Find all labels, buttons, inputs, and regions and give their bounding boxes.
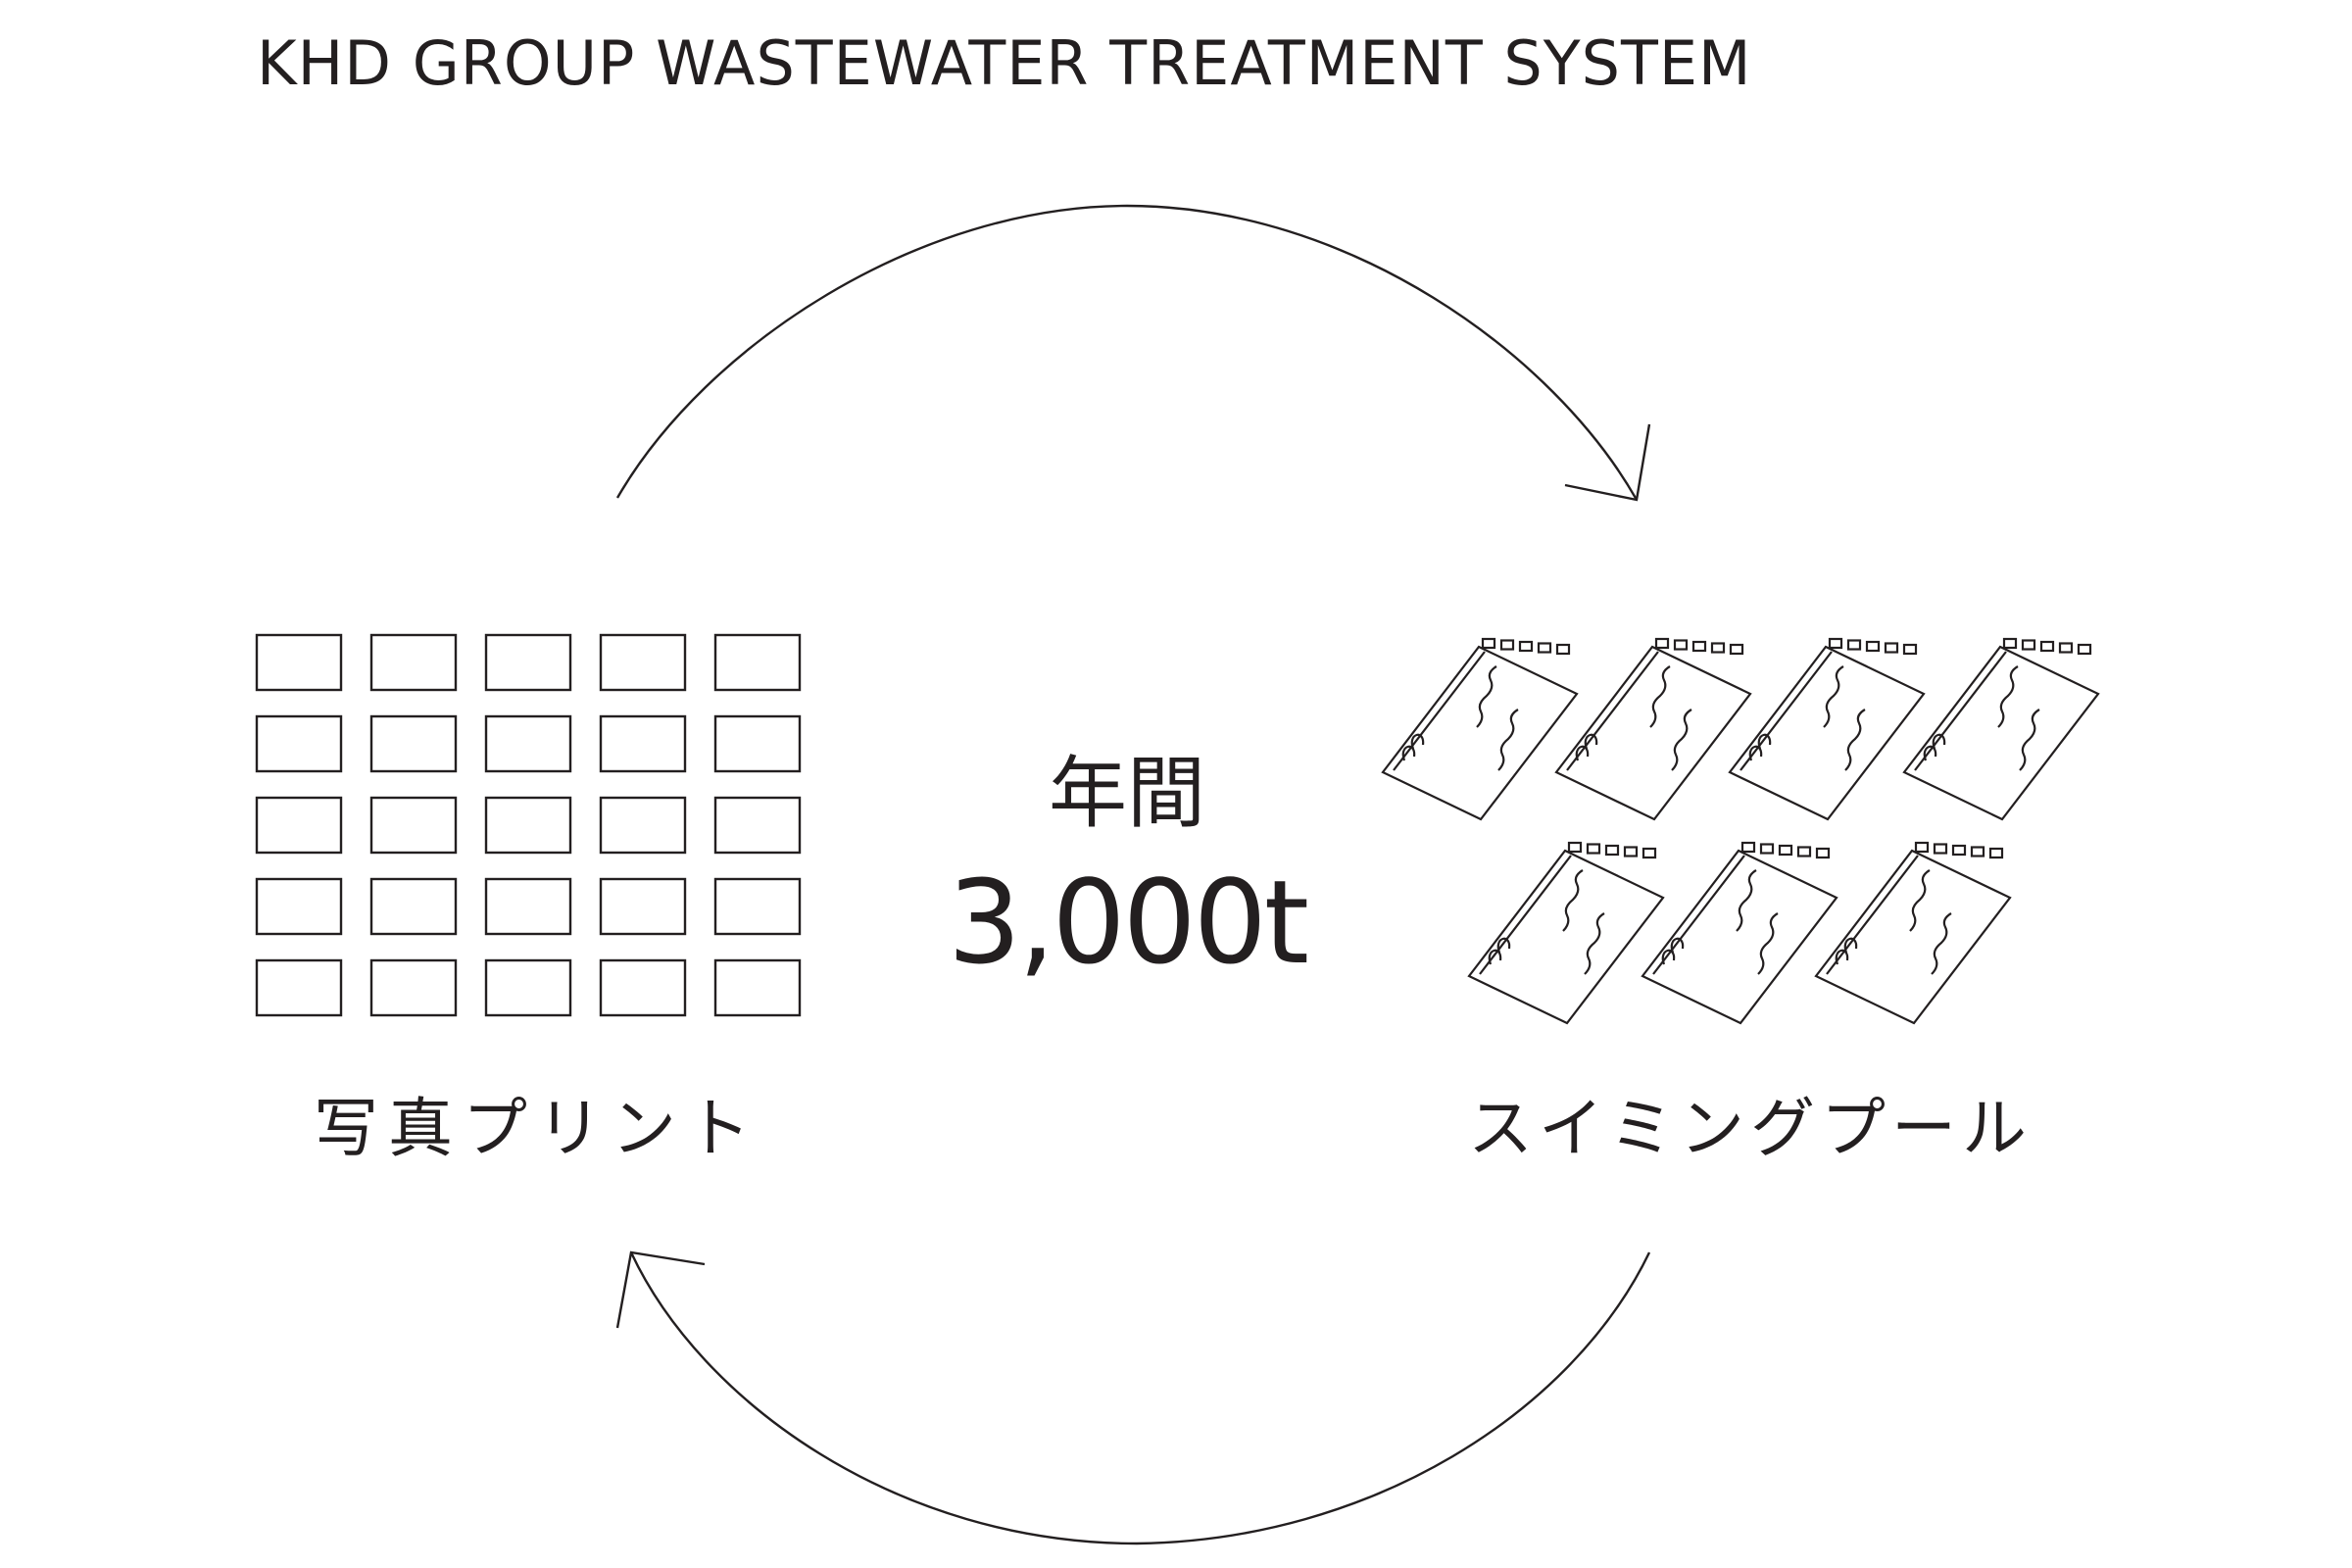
annual-amount: 3,000t (947, 855, 1309, 990)
swimming-pool-icon (1902, 637, 2100, 821)
photo-print (713, 714, 802, 773)
swimming-pool-label: スイミングプール (1468, 1091, 2033, 1166)
photo-print (713, 877, 802, 936)
photo-print (255, 714, 343, 773)
photo-print (713, 958, 802, 1017)
photo-print (484, 877, 572, 936)
swimming-pools-group (1381, 637, 2100, 1025)
photo-print (484, 796, 572, 855)
swimming-pool-icon (1641, 841, 1838, 1025)
lower-arrowhead (615, 1250, 706, 1329)
upper-arrow-arc (615, 204, 1639, 501)
photo-print (369, 958, 458, 1017)
photo-print (255, 796, 343, 855)
photo-print (599, 877, 687, 936)
photo-print (255, 958, 343, 1017)
photo-print (599, 958, 687, 1017)
swimming-pool-icon (1814, 841, 2012, 1025)
swimming-pool-icon (1381, 637, 1579, 821)
photo-print (484, 714, 572, 773)
photo-print (255, 877, 343, 936)
photo-print (599, 633, 687, 692)
swimming-pool-icon (1728, 637, 1926, 821)
photo-print (369, 877, 458, 936)
photo-print (599, 714, 687, 773)
annual-label: 年間 (1049, 748, 1205, 839)
lower-arrow (615, 1250, 1651, 1545)
photo-print (484, 633, 572, 692)
upper-arrowhead (1564, 423, 1651, 502)
lower-arrow-arc (629, 1251, 1651, 1545)
photo-print (369, 633, 458, 692)
photo-print (484, 958, 572, 1017)
photo-print (713, 633, 802, 692)
photo-print-label: 写真プリント (314, 1091, 760, 1166)
photo-print (599, 796, 687, 855)
photo-prints-grid (255, 633, 802, 1017)
photo-print (369, 714, 458, 773)
photo-print (369, 796, 458, 855)
photo-print (255, 633, 343, 692)
swimming-pool-icon (1467, 841, 1665, 1025)
swimming-pool-icon (1554, 637, 1752, 821)
diagram-title: KHD GROUP WASTEWATER TREATMENT SYSTEM (257, 27, 1752, 99)
upper-arrow (615, 204, 1651, 502)
photo-print (713, 796, 802, 855)
